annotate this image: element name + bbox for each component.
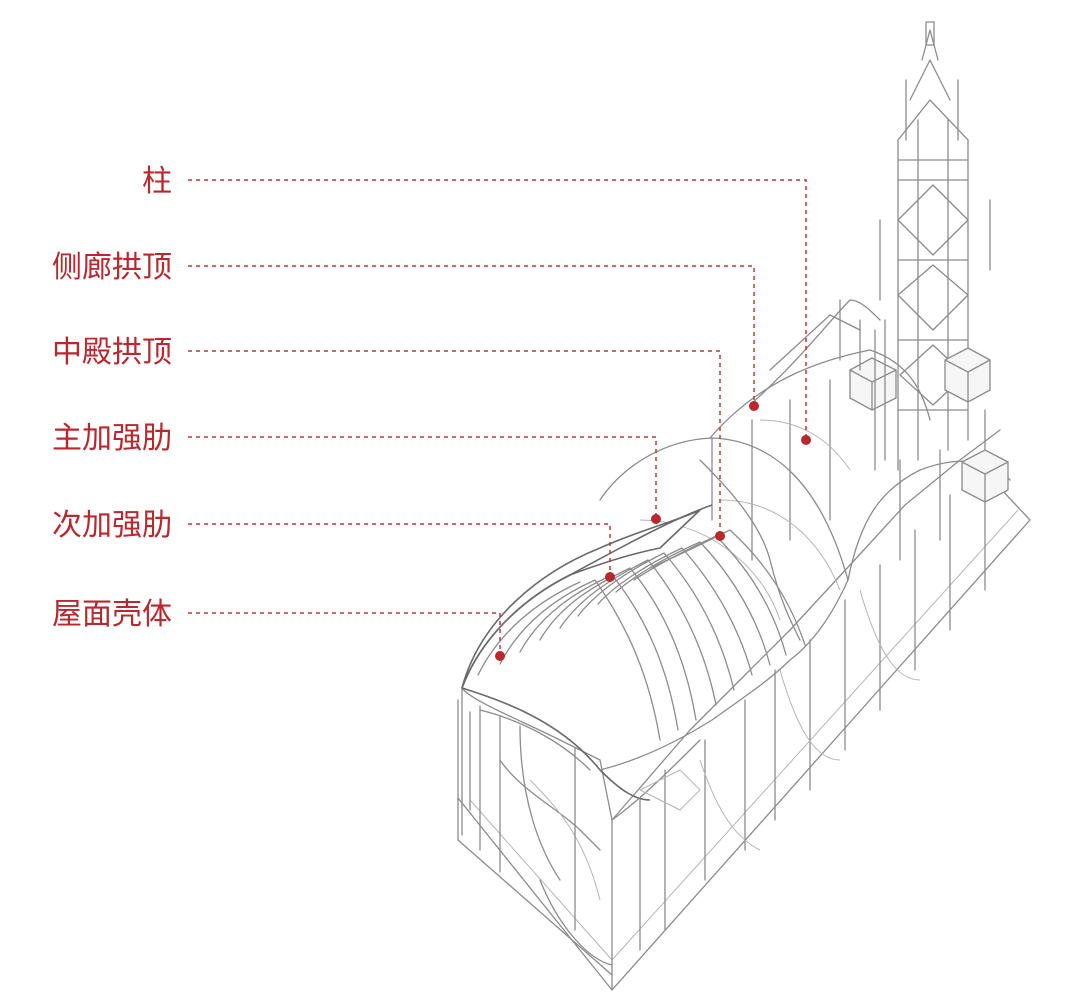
leader-line-column <box>188 179 807 440</box>
tower-turrets <box>839 299 1009 503</box>
bell-tower <box>879 21 991 471</box>
callout-labels: 柱 侧廊拱顶 中殿拱顶 主加强肋 次加强肋 屋面壳体 <box>52 164 172 632</box>
leader-line-secondary-rib <box>188 523 611 577</box>
nave-arches <box>599 299 1011 641</box>
label-column: 柱 <box>142 164 172 199</box>
leader-line-roof-shell <box>188 612 501 656</box>
marker-dot-secondary-rib <box>605 572 615 582</box>
front-end-wall <box>461 687 613 976</box>
marker-dot-roof-shell <box>495 651 505 661</box>
label-main-rib: 主加强肋 <box>52 421 172 456</box>
leader-line-main-rib <box>188 436 657 519</box>
leader-line-nave-vault <box>188 350 721 536</box>
label-nave-vault: 中殿拱顶 <box>52 335 172 370</box>
marker-dot-column <box>801 435 811 445</box>
marker-dot-aisle-vault <box>749 401 759 411</box>
side-wall <box>611 429 1001 951</box>
building-drawing <box>457 21 1031 991</box>
label-aisle-vault: 侧廊拱顶 <box>52 250 172 285</box>
marker-dot-main-rib <box>651 514 661 524</box>
leader-line-aisle-vault <box>188 265 755 406</box>
leader-lines <box>188 179 807 656</box>
building-base <box>457 487 1031 991</box>
roof-shell-drawing <box>461 504 849 821</box>
label-roof-shell: 屋面壳体 <box>52 597 172 632</box>
label-secondary-rib: 次加强肋 <box>52 508 172 543</box>
marker-dots <box>495 401 811 661</box>
marker-dot-nave-vault <box>715 531 725 541</box>
